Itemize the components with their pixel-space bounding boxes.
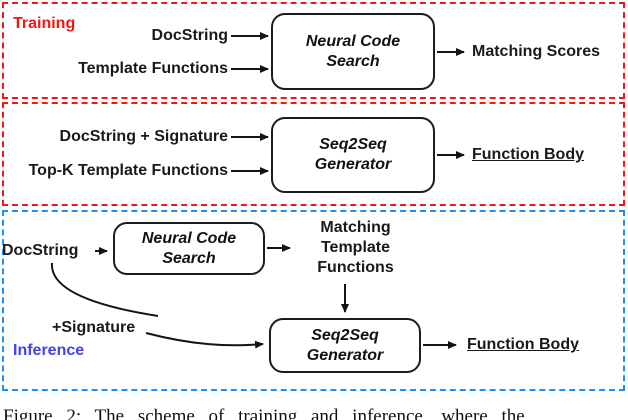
- ncs-inference-line1: Neural Code: [141, 229, 237, 247]
- matching-scores-label: Matching Scores: [472, 43, 601, 60]
- function-body-label-training: Function Body: [472, 146, 584, 163]
- ncs-training-line2: Search: [326, 52, 380, 70]
- training-section-frame: [2, 2, 625, 99]
- signature-label: +Signature: [52, 319, 136, 336]
- docstring-signature-label: DocString + Signature: [59, 128, 228, 145]
- inference-label: Inference: [13, 342, 85, 359]
- neural-code-search-box-inference: Neural Code Search: [113, 222, 265, 275]
- gen-inference-line1: Seq2Seq: [311, 326, 379, 344]
- mtf-line3: Functions: [317, 259, 394, 276]
- function-body-label-inference: Function Body: [467, 336, 579, 353]
- gen-training-line1: Seq2Seq: [319, 136, 387, 154]
- neural-code-search-box-training: Neural Code Search: [271, 13, 435, 90]
- ncs-training-line1: Neural Code: [305, 32, 401, 50]
- gen-training-line2: Generator: [314, 156, 392, 173]
- topk-template-functions-label: Top-K Template Functions: [28, 162, 228, 179]
- seq2seq-generator-box-training: Seq2Seq Generator: [271, 117, 435, 193]
- gen-inference-line2: Generator: [306, 346, 384, 364]
- inference-section-frame: [2, 210, 625, 391]
- mtf-line2: Template: [320, 239, 391, 256]
- docstring-label-training: DocString: [151, 27, 228, 44]
- seq2seq-training-section-frame: [2, 102, 625, 206]
- matching-template-functions-label: Matching Template Functions: [298, 218, 413, 278]
- ncs-inference-line2: Search: [162, 249, 216, 267]
- training-label: Training: [13, 15, 76, 32]
- figure-caption: Figure 2: The scheme of training and inf…: [3, 406, 525, 420]
- docstring-label-inference: DocString: [2, 242, 79, 259]
- mtf-line1: Matching: [320, 219, 391, 236]
- seq2seq-generator-box-inference: Seq2Seq Generator: [269, 318, 421, 373]
- template-functions-label: Template Functions: [78, 60, 228, 77]
